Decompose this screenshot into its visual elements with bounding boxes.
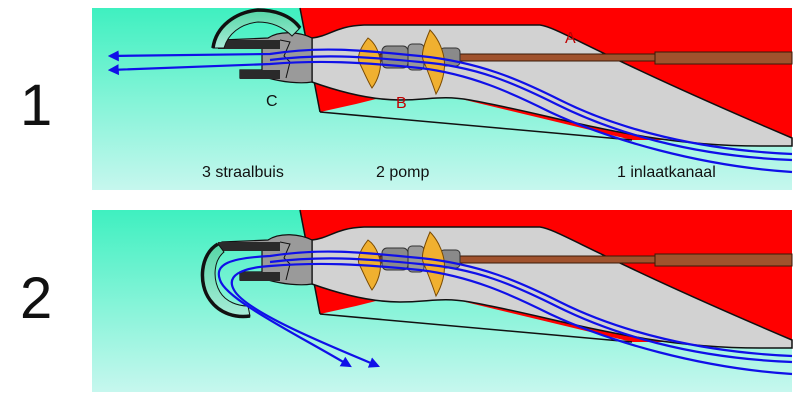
- panel-2-reverse-bucket-rim: [200, 242, 251, 319]
- panel-2-nozzle-joint: [279, 241, 291, 281]
- label-b: B: [396, 95, 407, 112]
- label-inlet: 1 inlaatkanaal: [617, 164, 716, 181]
- panel-1-flow-lines: [107, 48, 793, 174]
- panel-2-hull-bottom: [319, 313, 633, 343]
- label-c: C: [266, 93, 278, 110]
- panel-1-nozzle-bottom-lip: [240, 70, 280, 79]
- panel-2: 2: [20, 209, 793, 392]
- panel-2-number: 2: [20, 266, 52, 331]
- panel-1: 1 A: [20, 7, 793, 190]
- panel-2-shaft-thick: [654, 253, 793, 267]
- label-nozzle: 3 straalbuis: [202, 164, 284, 181]
- label-a: A: [565, 30, 576, 47]
- panel-1-number: 1: [20, 73, 52, 138]
- panel-2-flow-lines: [217, 250, 793, 376]
- panel-1-reverse-bucket-rim: [211, 8, 302, 49]
- panel-1-nozzle-joint: [279, 39, 291, 79]
- panel-1-nozzle-top-lip: [218, 40, 280, 49]
- label-pump: 2 pomp: [376, 164, 429, 181]
- panel-2-nozzle-bottom-lip: [240, 272, 280, 281]
- panel-1-hull-bottom: [319, 111, 633, 141]
- panel-1-shaft-thick: [654, 51, 793, 65]
- panel-2-nozzle-top-lip: [218, 242, 280, 251]
